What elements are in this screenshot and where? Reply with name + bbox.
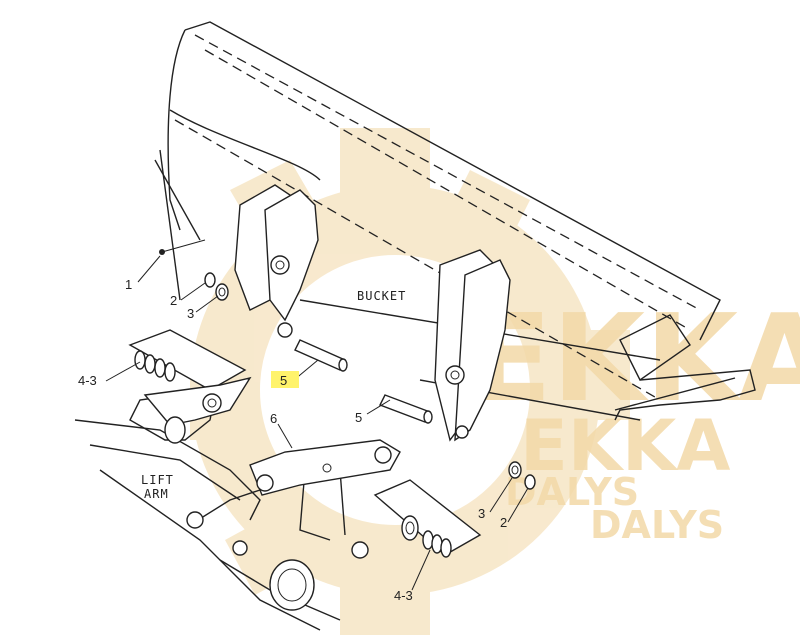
callout-6: 6 xyxy=(270,411,277,426)
callout-5-lower: 5 xyxy=(355,410,362,425)
link-6 xyxy=(249,439,401,496)
callout-5-highlight xyxy=(271,371,299,388)
callout-4-3-left: 4-3 xyxy=(78,373,97,388)
washers-left xyxy=(204,272,229,301)
leader-lines xyxy=(105,255,529,591)
bolt-1 xyxy=(159,239,206,255)
lift-arm-label-line1: LIFT xyxy=(141,473,174,487)
shim-stack-right xyxy=(373,479,482,558)
callout-4-3-right: 4-3 xyxy=(394,588,413,603)
callouts: 1 2 3 4-3 5 5 6 3 2 4-3 xyxy=(78,277,507,603)
pin-upper xyxy=(294,339,348,372)
callout-2-right: 2 xyxy=(500,515,507,530)
watermark-brand-small: EKKA xyxy=(520,405,730,487)
bucket-label: BUCKET xyxy=(357,289,406,303)
washers-right xyxy=(508,461,536,490)
callout-1: 1 xyxy=(125,277,132,292)
bucket: BUCKET xyxy=(154,21,756,442)
lift-arm: LIFT ARM xyxy=(74,376,369,631)
watermark-sub-2: DALYS xyxy=(590,503,724,547)
callout-2-left: 2 xyxy=(170,293,177,308)
callout-5-highlighted: 5 xyxy=(280,373,287,388)
callout-3-left: 3 xyxy=(187,306,194,321)
callout-3-right: 3 xyxy=(478,506,485,521)
watermark-brand: EKKA xyxy=(470,290,800,429)
lift-arm-label-line2: ARM xyxy=(144,487,169,501)
shim-stack-left xyxy=(128,329,247,391)
pin-lower xyxy=(379,394,433,424)
